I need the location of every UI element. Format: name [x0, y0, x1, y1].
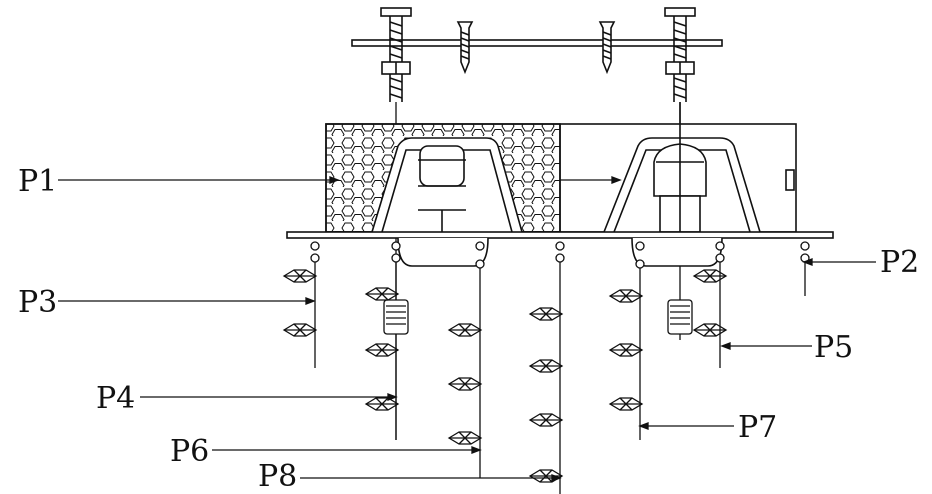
label-p1: P1	[18, 164, 57, 199]
base-plate	[286, 231, 834, 267]
crystal-strands	[310, 241, 810, 494]
label-p6: P6	[170, 434, 209, 469]
label-p8: P8	[258, 459, 297, 494]
mounting-bracket	[351, 7, 723, 102]
fixture-body	[325, 102, 797, 233]
label-p4: P4	[96, 381, 135, 416]
label-p5: P5	[814, 330, 853, 365]
label-p2: P2	[880, 245, 919, 280]
leader-lines	[58, 176, 876, 482]
label-p7: P7	[738, 410, 777, 445]
label-p3: P3	[18, 285, 57, 320]
part-labels: P1 P2 P3 P4 P5 P6 P7 P8	[18, 164, 919, 494]
